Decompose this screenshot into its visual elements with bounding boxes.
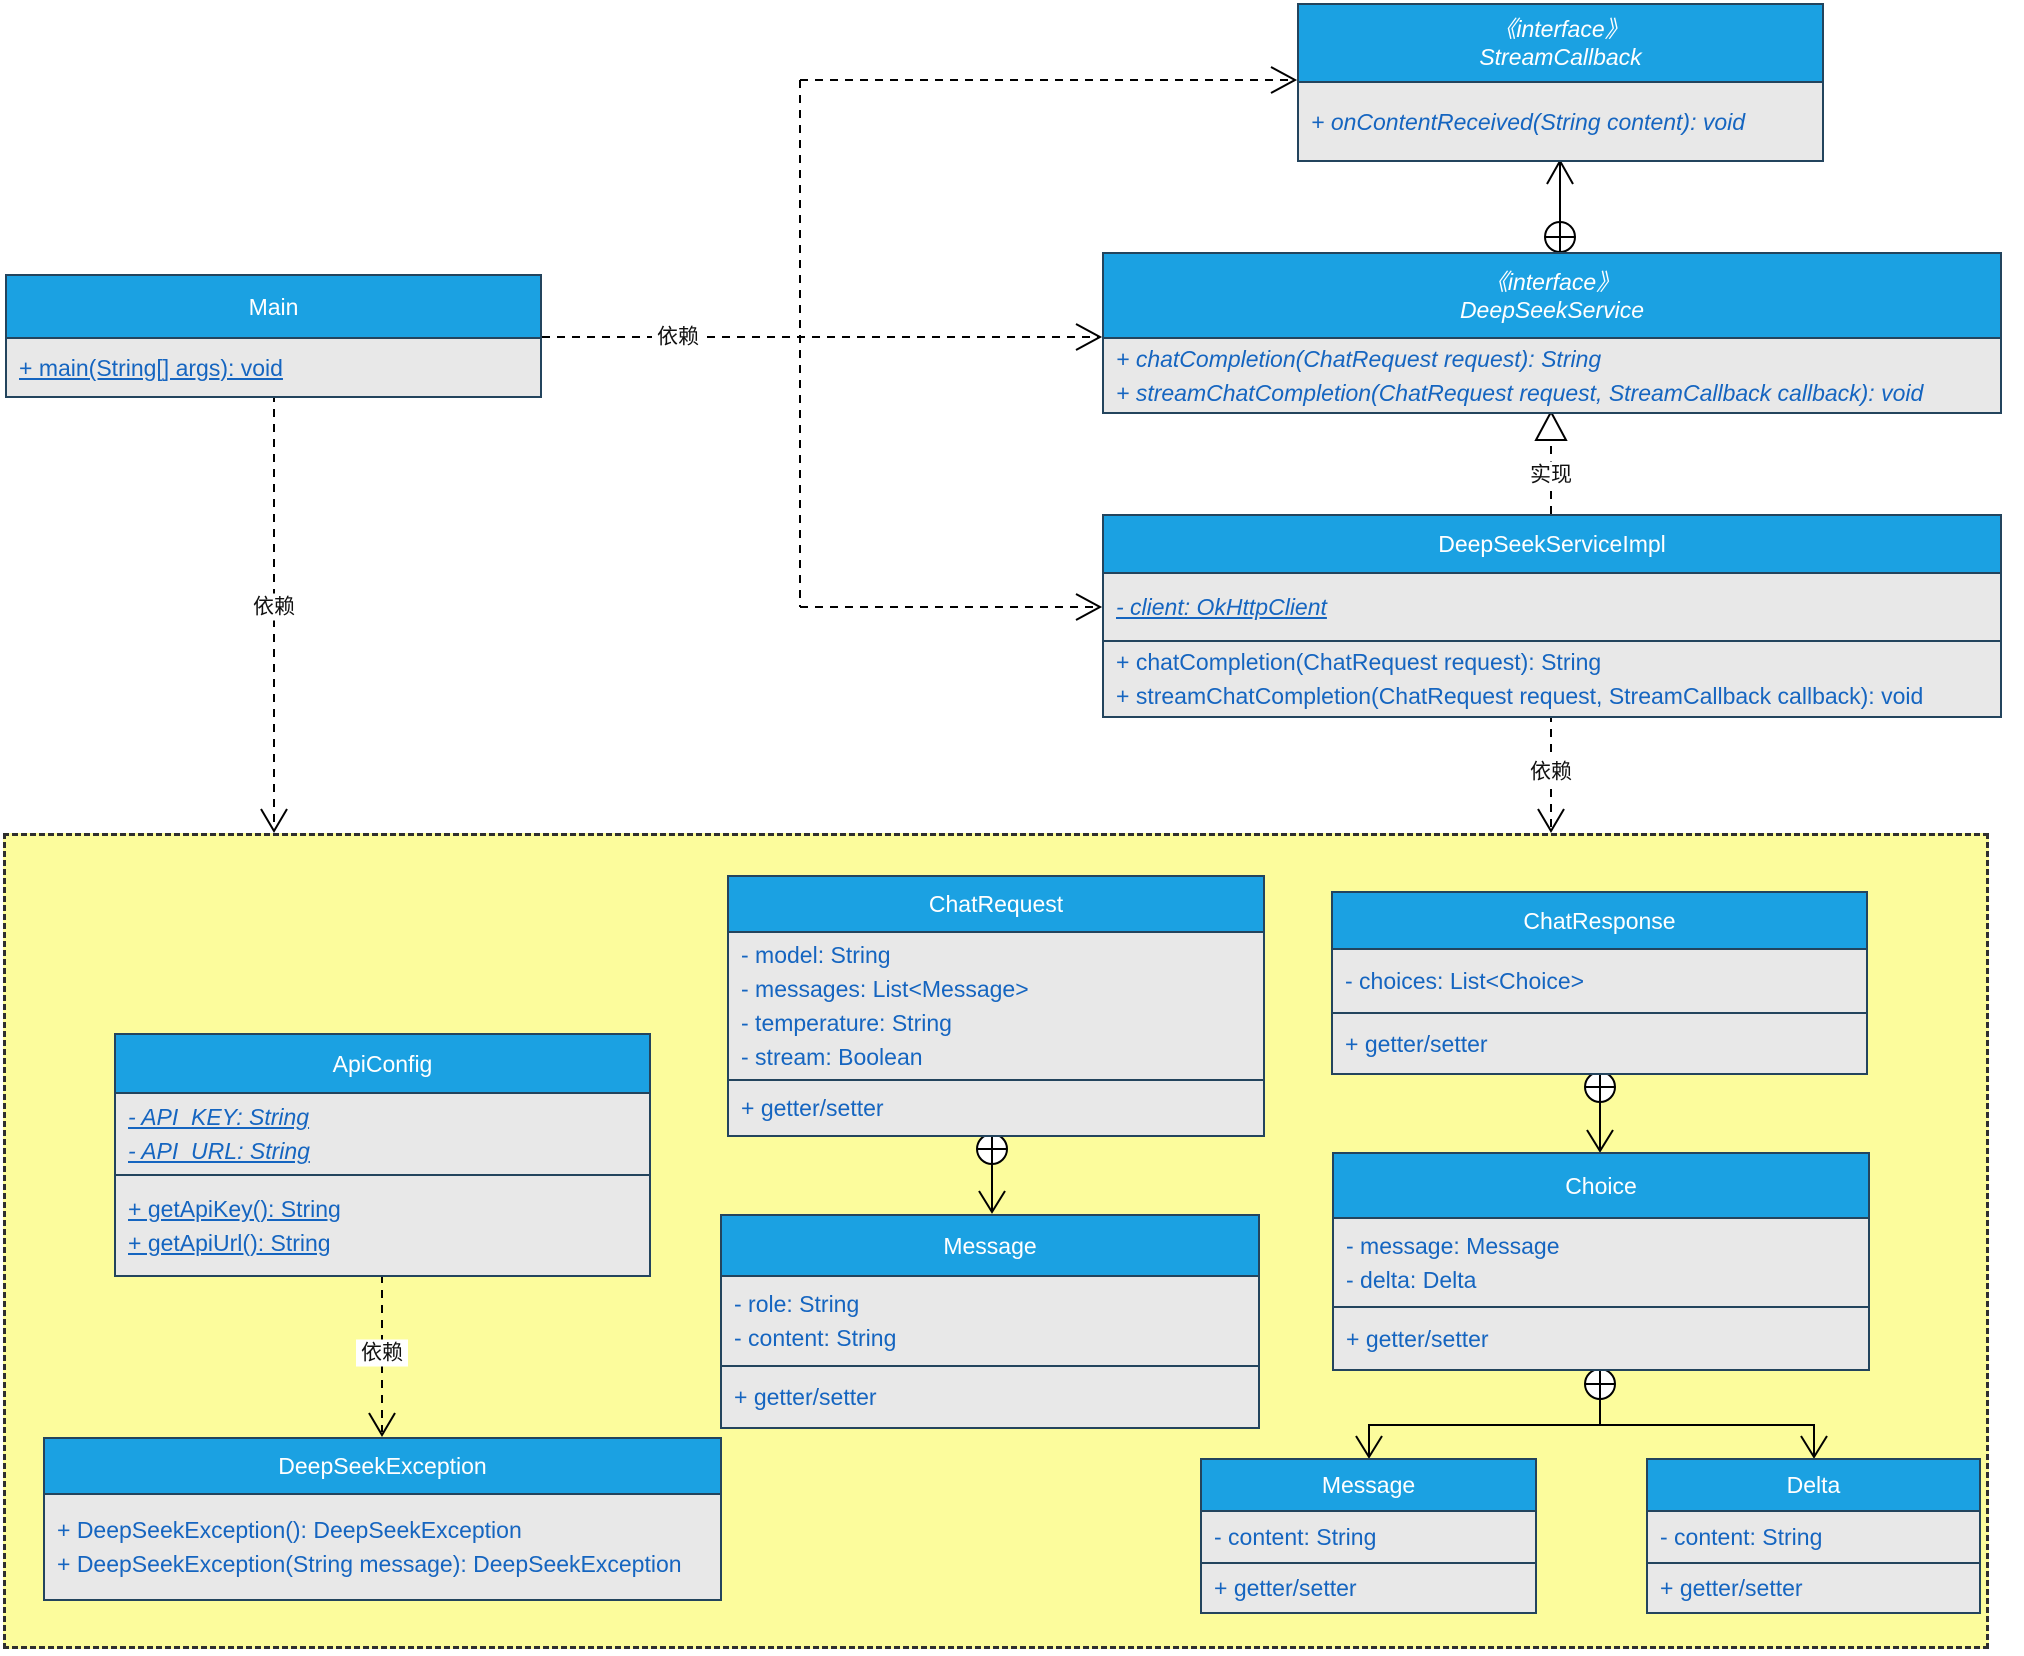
class-name: Message xyxy=(1321,1472,1416,1498)
class-api-config: ApiConfig - API_KEY: String - API_URL: Str… xyxy=(114,1033,651,1277)
class-name: DeepSeekServiceImpl xyxy=(1438,531,1666,557)
class-choice: Choice - message: Message - delta: Delta + … xyxy=(1332,1152,1870,1371)
member-line: + getter/setter xyxy=(734,1384,877,1410)
class-stream-callback: 《interface》StreamCallback + onContentRece… xyxy=(1297,3,1824,162)
class-name: Message xyxy=(943,1232,1037,1259)
class-header-message-2: Message xyxy=(1202,1460,1535,1512)
class-name: DeepSeekService xyxy=(1459,296,1645,323)
realization-label: 实现 xyxy=(1525,461,1577,489)
class-section: - content: String xyxy=(1202,1512,1535,1562)
class-section: + DeepSeekException(): DeepSeekException… xyxy=(45,1495,720,1599)
member-line: + streamChatCompletion(ChatRequest reque… xyxy=(1116,683,1924,709)
class-header-deepseek-service-impl: DeepSeekServiceImpl xyxy=(1104,516,2000,574)
member-line: - choices: List<Choice> xyxy=(1345,968,1585,994)
class-header-message: Message xyxy=(722,1216,1258,1277)
member-line: - content: String xyxy=(734,1325,897,1351)
class-name: StreamCallback xyxy=(1479,44,1642,70)
member-line: + getter/setter xyxy=(1346,1325,1489,1352)
member-line: - messages: List<Message> xyxy=(741,976,1029,1002)
class-section: + main(String[] args): void xyxy=(7,339,540,396)
class-header-stream-callback: 《interface》StreamCallback xyxy=(1299,5,1822,83)
member-line: - delta: Delta xyxy=(1346,1266,1477,1293)
class-section: - content: String xyxy=(1648,1512,1979,1562)
member-line: - content: String xyxy=(1214,1524,1377,1550)
member-line: + DeepSeekException(): DeepSeekException xyxy=(57,1517,522,1543)
class-message-2: Message - content: String + getter/setter xyxy=(1200,1458,1537,1614)
class-header-api-config: ApiConfig xyxy=(116,1035,649,1094)
class-message: Message - role: String - content: String + … xyxy=(720,1214,1260,1429)
class-section: - message: Message - delta: Delta xyxy=(1334,1219,1868,1306)
member-line: - role: String xyxy=(734,1291,860,1317)
member-line: + main(String[] args): void xyxy=(19,354,283,381)
class-section: - choices: List<Choice> xyxy=(1333,950,1866,1012)
class-header-deepseek-exception: DeepSeekException xyxy=(45,1439,720,1495)
class-name: ApiConfig xyxy=(332,1050,433,1077)
member-line: + DeepSeekException(String message): Dee… xyxy=(57,1551,682,1577)
class-name: ChatRequest xyxy=(928,891,1064,917)
class-section: + chatCompletion(ChatRequest request): S… xyxy=(1104,640,2000,716)
stereotype-label: 《interface》 xyxy=(1484,268,1620,295)
class-section: - role: String - content: String xyxy=(722,1277,1258,1365)
class-header-choice: Choice xyxy=(1334,1154,1868,1219)
dependency-label: 依赖 xyxy=(652,323,704,351)
class-header-deepseek-service: 《interface》DeepSeekService xyxy=(1104,254,2000,339)
class-chat-request: ChatRequest - model: String - messages: Li… xyxy=(727,875,1265,1137)
dependency-label: 依赖 xyxy=(248,593,300,621)
member-line: + getApiKey(): String xyxy=(128,1195,341,1222)
member-line: + getter/setter xyxy=(1214,1575,1357,1601)
class-header-chat-response: ChatResponse xyxy=(1333,893,1866,950)
class-name: Choice xyxy=(1565,1172,1637,1199)
class-name: Main xyxy=(248,293,299,320)
class-section: + getter/setter xyxy=(1333,1012,1866,1073)
class-chat-response: ChatResponse - choices: List<Choice> + get… xyxy=(1331,891,1868,1075)
class-deepseek-service: 《interface》DeepSeekService + chatCompleti… xyxy=(1102,252,2002,414)
class-section: + chatCompletion(ChatRequest request): S… xyxy=(1104,339,2000,412)
class-name: Delta xyxy=(1786,1472,1841,1498)
member-line: + getter/setter xyxy=(1345,1030,1488,1057)
member-line: - content: String xyxy=(1660,1524,1823,1550)
stereotype-label: 《interface》 xyxy=(1493,16,1628,42)
class-main: Main + main(String[] args): void xyxy=(5,274,542,398)
member-line: + getApiUrl(): String xyxy=(128,1229,331,1256)
class-header-main: Main xyxy=(7,276,540,339)
class-name: DeepSeekException xyxy=(278,1453,487,1479)
member-line: - message: Message xyxy=(1346,1232,1560,1259)
class-delta: Delta - content: String + getter/setter xyxy=(1646,1458,1981,1614)
member-line: - API_KEY: String xyxy=(128,1104,310,1130)
member-line: + streamChatCompletion(ChatRequest reque… xyxy=(1116,379,1924,406)
dependency-label: 依赖 xyxy=(356,1339,408,1367)
dependency-label: 依赖 xyxy=(1525,758,1577,786)
member-line: + onContentReceived(String content): voi… xyxy=(1311,108,1746,135)
class-header-chat-request: ChatRequest xyxy=(729,877,1263,933)
member-line: + getter/setter xyxy=(1660,1575,1803,1601)
member-line: + chatCompletion(ChatRequest request): S… xyxy=(1116,649,1602,675)
class-header-delta: Delta xyxy=(1648,1460,1979,1512)
class-name: ChatResponse xyxy=(1523,907,1676,934)
class-section: + onContentReceived(String content): voi… xyxy=(1299,83,1822,160)
class-section: + getter/setter xyxy=(729,1079,1263,1135)
class-section: - model: String - messages: List<Message>… xyxy=(729,933,1263,1079)
class-section: - API_KEY: String - API_URL: String xyxy=(116,1094,649,1174)
class-section: + getter/setter xyxy=(722,1365,1258,1427)
member-line: + getter/setter xyxy=(741,1095,884,1121)
member-line: - API_URL: String xyxy=(128,1138,310,1164)
class-section: + getter/setter xyxy=(1648,1562,1979,1612)
class-section: + getApiKey(): String + getApiUrl(): Stri… xyxy=(116,1174,649,1275)
member-line: - model: String xyxy=(741,942,891,968)
class-deepseek-exception: DeepSeekException + DeepSeekException(): … xyxy=(43,1437,722,1601)
class-section: - client: OkHttpClient xyxy=(1104,574,2000,640)
member-line: - client: OkHttpClient xyxy=(1116,594,1327,620)
member-line: - stream: Boolean xyxy=(741,1044,923,1070)
member-line: + chatCompletion(ChatRequest request): S… xyxy=(1116,345,1602,372)
class-deepseek-service-impl: DeepSeekServiceImpl - client: OkHttpClien… xyxy=(1102,514,2002,718)
class-section: + getter/setter xyxy=(1202,1562,1535,1612)
member-line: - temperature: String xyxy=(741,1010,952,1036)
class-section: + getter/setter xyxy=(1334,1306,1868,1369)
